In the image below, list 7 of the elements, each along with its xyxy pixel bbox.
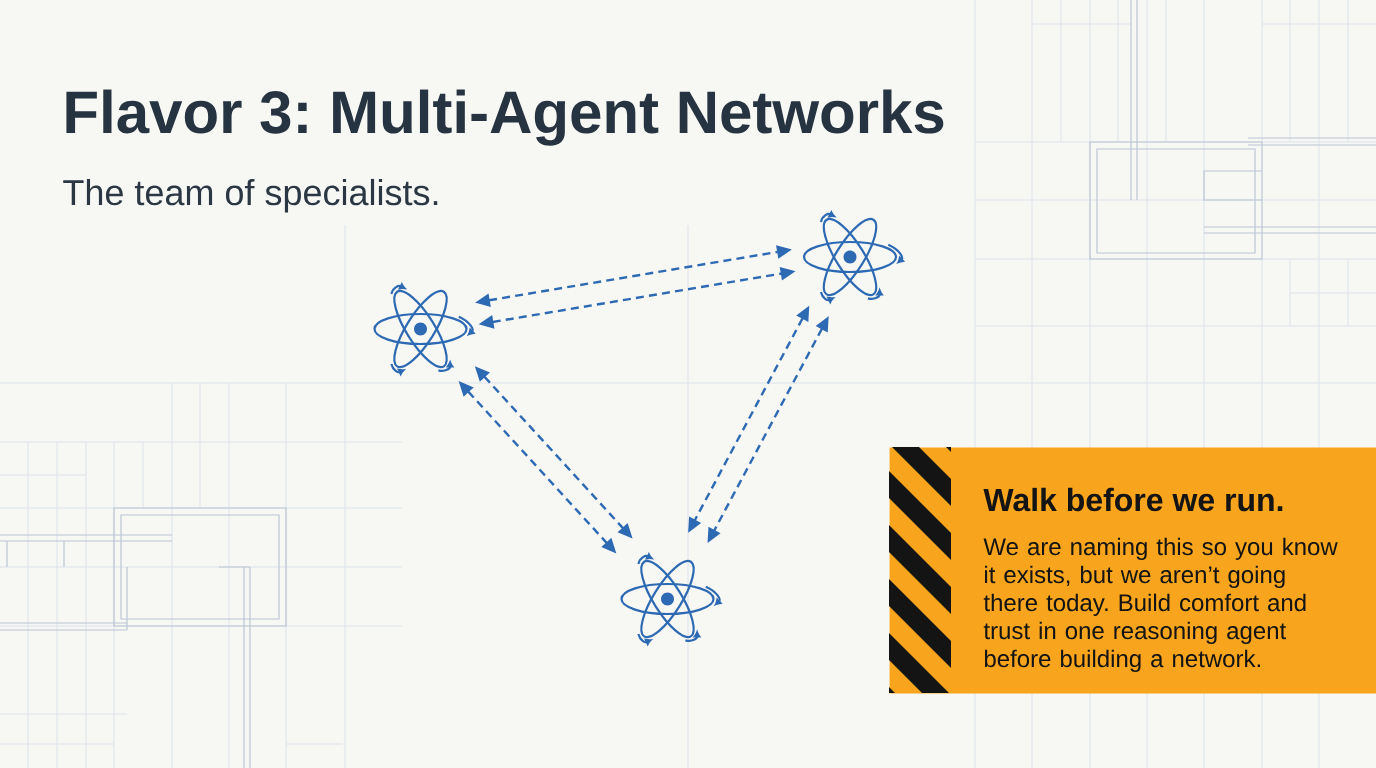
title: Flavor 3: Multi-Agent Networks (66, 89, 944, 146)
callout-heading: Walk before we run. (983, 487, 1283, 512)
atom-icon (373, 282, 475, 376)
callout-text: We are naming this so you know it exists, but we aren’t going there today. Build comfort and trust in one reasoning agent before building a network. (983, 537, 1338, 672)
atom-icon (620, 552, 722, 646)
atom-icon (802, 210, 905, 304)
subtitle: The team of specialists. (63, 178, 438, 213)
